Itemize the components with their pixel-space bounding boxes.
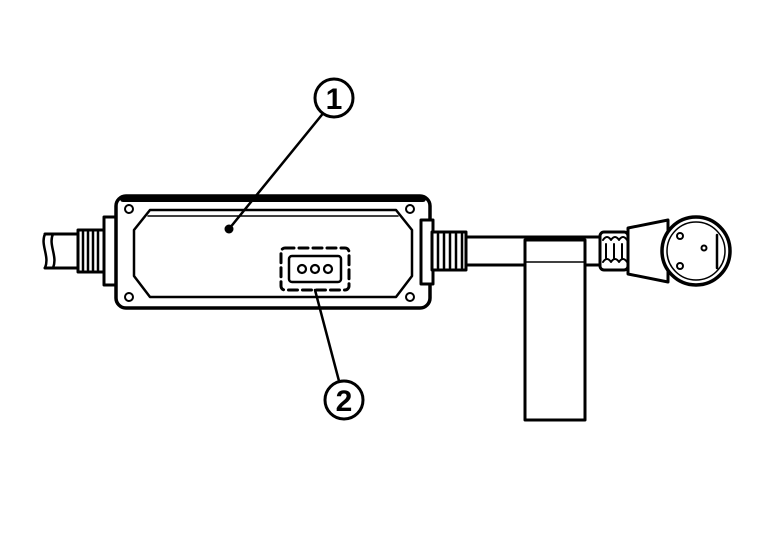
left-cable [42,215,120,287]
power-plug [598,215,732,287]
callout-2: 2 [313,288,365,421]
callout-1-label: 1 [326,83,343,116]
right-cable [419,218,606,286]
cable-tag [523,238,587,422]
callout-1: 1 [227,77,355,231]
charge-controller-body [114,194,432,310]
callout-2-label: 2 [336,385,353,418]
